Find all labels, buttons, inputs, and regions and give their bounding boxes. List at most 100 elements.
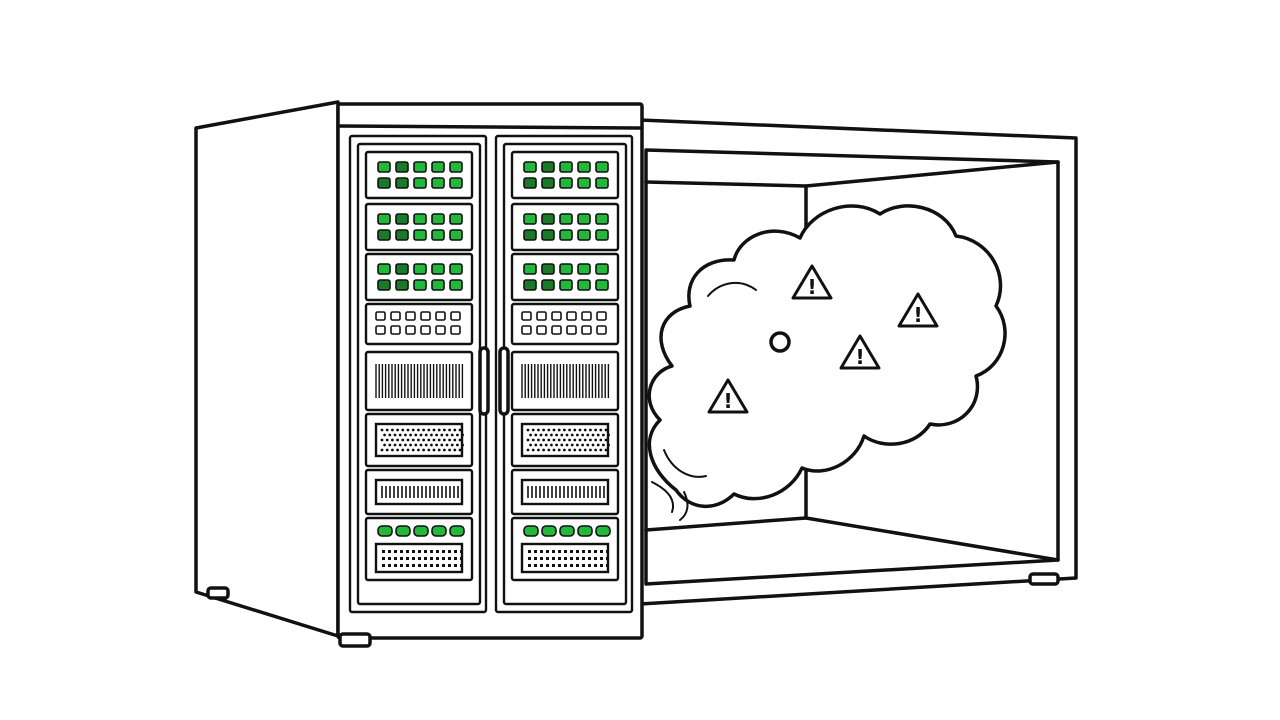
status-led	[449, 229, 463, 241]
status-led	[449, 279, 463, 291]
warning-glyph: !	[855, 345, 864, 369]
status-led	[595, 213, 609, 225]
status-led	[377, 279, 391, 291]
warning-glyph: !	[913, 303, 922, 327]
status-led	[577, 161, 591, 173]
status-led	[395, 229, 409, 241]
port	[420, 311, 431, 321]
rack-unit	[510, 202, 620, 252]
port	[596, 325, 607, 335]
rack-unit	[510, 350, 620, 412]
status-led	[377, 161, 391, 173]
smoke-cloud: !!!!	[647, 204, 1007, 521]
rack-unit	[364, 252, 474, 302]
rack-unit	[364, 516, 474, 582]
port	[566, 311, 577, 321]
port	[390, 311, 401, 321]
port	[581, 311, 592, 321]
status-led	[559, 263, 573, 275]
status-led	[431, 229, 445, 241]
status-led	[413, 525, 429, 537]
status-led	[377, 229, 391, 241]
status-led	[395, 525, 411, 537]
port	[405, 325, 416, 335]
rack-unit	[364, 350, 474, 412]
status-led	[595, 525, 611, 537]
right-door-handle	[498, 346, 510, 416]
port	[435, 325, 446, 335]
status-led	[541, 161, 555, 173]
rack-unit	[510, 302, 620, 346]
status-led	[431, 177, 445, 189]
warning-icon: !	[707, 378, 749, 414]
status-led	[595, 229, 609, 241]
warning-icon: !	[897, 292, 939, 328]
status-led	[395, 213, 409, 225]
status-led	[523, 161, 537, 173]
port	[566, 325, 577, 335]
status-led	[523, 279, 537, 291]
status-led	[431, 263, 445, 275]
port	[551, 325, 562, 335]
cabinet-foot-left	[206, 586, 230, 600]
status-led	[431, 161, 445, 173]
status-led	[523, 177, 537, 189]
status-led	[395, 263, 409, 275]
status-led	[559, 161, 573, 173]
status-led	[413, 213, 427, 225]
status-led	[541, 279, 555, 291]
status-led	[523, 525, 539, 537]
status-led	[577, 263, 591, 275]
status-led	[395, 177, 409, 189]
status-led	[413, 229, 427, 241]
status-led	[413, 161, 427, 173]
status-led	[431, 279, 445, 291]
rack-unit	[510, 412, 620, 468]
status-led	[541, 229, 555, 241]
status-led	[395, 279, 409, 291]
port	[536, 311, 547, 321]
status-led	[377, 213, 391, 225]
status-led	[577, 177, 591, 189]
status-led	[541, 263, 555, 275]
status-led	[595, 161, 609, 173]
port	[581, 325, 592, 335]
server-cabinet	[194, 100, 644, 648]
left-door-handle	[478, 346, 490, 416]
status-led	[559, 279, 573, 291]
warning-icon: !	[791, 264, 833, 300]
status-led	[523, 263, 537, 275]
port	[450, 311, 461, 321]
rack-unit	[364, 150, 474, 200]
rack-unit	[364, 412, 474, 468]
warning-glyph: !	[723, 389, 732, 413]
status-led	[395, 161, 409, 173]
rack-unit	[510, 516, 620, 582]
status-led	[559, 177, 573, 189]
rack-unit	[364, 302, 474, 346]
status-led	[431, 525, 447, 537]
status-led	[523, 213, 537, 225]
port	[390, 325, 401, 335]
rack-unit	[510, 468, 620, 516]
smoke-particle	[769, 331, 791, 353]
rack-unit	[510, 252, 620, 302]
port	[375, 311, 386, 321]
rack-unit	[364, 202, 474, 252]
port	[551, 311, 562, 321]
port	[521, 325, 532, 335]
status-led	[541, 177, 555, 189]
cabinet-foot-front	[338, 632, 372, 648]
status-led	[541, 525, 557, 537]
status-led	[577, 229, 591, 241]
status-led	[595, 177, 609, 189]
port	[596, 311, 607, 321]
status-led	[377, 263, 391, 275]
warning-glyph: !	[807, 275, 816, 299]
status-led	[559, 525, 575, 537]
port	[405, 311, 416, 321]
rack-unit	[364, 468, 474, 516]
port	[420, 325, 431, 335]
port	[450, 325, 461, 335]
